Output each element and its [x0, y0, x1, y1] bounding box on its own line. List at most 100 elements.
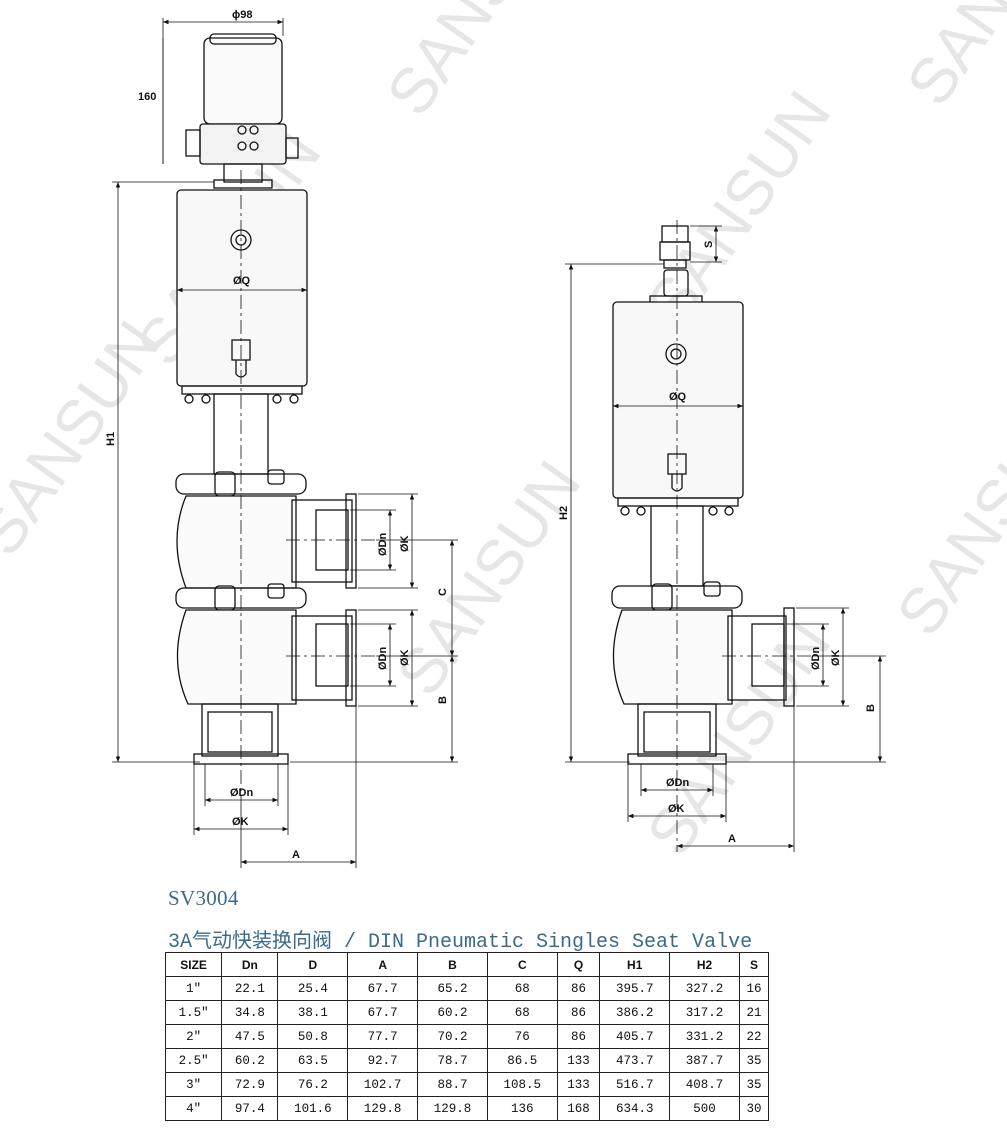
table-cell: 70.2	[417, 1024, 488, 1049]
table-cell: 86	[556, 976, 601, 1001]
table-cell: 77.7	[347, 1024, 419, 1049]
table-cell: 60.2	[221, 1048, 279, 1073]
table-cell: 1"	[164, 976, 223, 1001]
table-cell: 500	[669, 1096, 740, 1121]
table-cell: 47.5	[221, 1024, 279, 1049]
col-header-c: C	[486, 952, 558, 977]
left-dimensions	[112, 18, 458, 868]
watermark-3: SANSUN	[632, 78, 844, 338]
right-h2-label: H2	[558, 506, 570, 520]
table-cell: 35	[738, 1048, 770, 1073]
right-b-label: B	[865, 704, 877, 712]
table-cell: 331.2	[669, 1024, 740, 1049]
table-cell: 34.8	[221, 1000, 279, 1025]
table-cell: 16	[738, 976, 770, 1001]
valve-technical-drawing: SANSUN SANSUN SANSUN SANSUN SANSUN SANSU…	[0, 0, 1007, 868]
table-cell: 386.2	[599, 1000, 671, 1025]
table-cell: 108.5	[486, 1072, 558, 1097]
spec-table-header-row: SIZE Dn D A B C Q H1 H2 S	[164, 952, 770, 977]
table-cell: 65.2	[417, 976, 488, 1001]
col-header-size: SIZE	[164, 952, 223, 977]
table-cell: 76.2	[277, 1072, 349, 1097]
right-a-label: A	[728, 833, 736, 845]
left-k-upper-label: ØK	[399, 535, 411, 552]
col-header-q: Q	[556, 952, 601, 977]
watermark-6: SANSUN	[882, 388, 1007, 648]
table-cell: 86.5	[486, 1048, 558, 1073]
watermark-layer: SANSUN SANSUN SANSUN SANSUN SANSUN SANSU…	[0, 0, 1007, 868]
right-dn-side-label: ØDn	[810, 647, 822, 671]
table-cell: 4"	[164, 1096, 223, 1121]
left-k-lower-label: ØK	[399, 649, 411, 666]
left-dn-lower-label: ØDn	[377, 647, 389, 671]
table-cell: 68	[486, 976, 558, 1001]
col-header-a: A	[347, 952, 419, 977]
table-cell: 22.1	[221, 976, 279, 1001]
table-cell: 38.1	[277, 1000, 349, 1025]
table-cell: 408.7	[669, 1072, 740, 1097]
right-k-side-label: ØK	[830, 649, 842, 666]
table-cell: 3"	[164, 1072, 223, 1097]
table-cell: 395.7	[599, 976, 671, 1001]
table-cell: 516.7	[599, 1072, 671, 1097]
left-valve	[175, 33, 376, 800]
col-header-b: B	[417, 952, 488, 977]
table-cell: 60.2	[417, 1000, 488, 1025]
left-h1-label: H1	[105, 432, 117, 446]
table-cell: 133	[556, 1048, 601, 1073]
table-cell: 35	[738, 1072, 770, 1097]
table-cell: 136	[486, 1096, 558, 1121]
left-dn-bottom-label: ØDn	[230, 787, 254, 799]
table-cell: 101.6	[277, 1096, 349, 1121]
watermark-1: SANSUN	[372, 0, 584, 128]
left-b-label: B	[437, 696, 449, 704]
right-q-label: ØQ	[669, 391, 687, 403]
right-valve	[611, 220, 812, 852]
right-s-label: S	[703, 241, 715, 248]
table-cell: 63.5	[277, 1048, 349, 1073]
table-cell: 78.7	[417, 1048, 488, 1073]
table-cell: 168	[556, 1096, 601, 1121]
watermark-5: SANSUN	[0, 308, 174, 568]
table-cell: 2.5"	[164, 1048, 223, 1073]
table-cell: 129.8	[347, 1096, 419, 1121]
right-dn-bottom-label: ØDn	[666, 777, 690, 789]
left-dn-upper-label: ØDn	[377, 533, 389, 557]
col-header-s: S	[738, 952, 770, 977]
table-cell: 86	[556, 1024, 601, 1049]
left-q-label: ØQ	[233, 275, 251, 287]
table-cell: 97.4	[221, 1096, 279, 1121]
table-cell: 50.8	[277, 1024, 349, 1049]
table-cell: 67.7	[347, 1000, 419, 1025]
col-header-d: D	[277, 952, 349, 977]
col-header-h2: H2	[669, 952, 740, 977]
table-cell: 1.5"	[164, 1000, 223, 1025]
left-a-label: A	[292, 849, 300, 861]
top-height-dim: 160	[138, 91, 156, 103]
watermark-4: SANSUN	[382, 448, 594, 708]
table-cell: 129.8	[417, 1096, 488, 1121]
table-cell: 76	[486, 1024, 558, 1049]
table-cell: 327.2	[669, 976, 740, 1001]
right-dimensions	[565, 225, 886, 852]
col-header-h1: H1	[599, 952, 671, 977]
table-cell: 634.3	[599, 1096, 671, 1121]
table-cell: 22	[738, 1024, 770, 1049]
table-cell: 102.7	[347, 1072, 419, 1097]
table-cell: 133	[556, 1072, 601, 1097]
table-cell: 86	[556, 1000, 601, 1025]
table-cell: 25.4	[277, 976, 349, 1001]
table-cell: 68	[486, 1000, 558, 1025]
left-k-bottom-label: ØK	[232, 816, 249, 828]
col-header-dn: Dn	[221, 952, 279, 977]
table-cell: 92.7	[347, 1048, 419, 1073]
table-cell: 21	[738, 1000, 770, 1025]
table-cell: 405.7	[599, 1024, 671, 1049]
